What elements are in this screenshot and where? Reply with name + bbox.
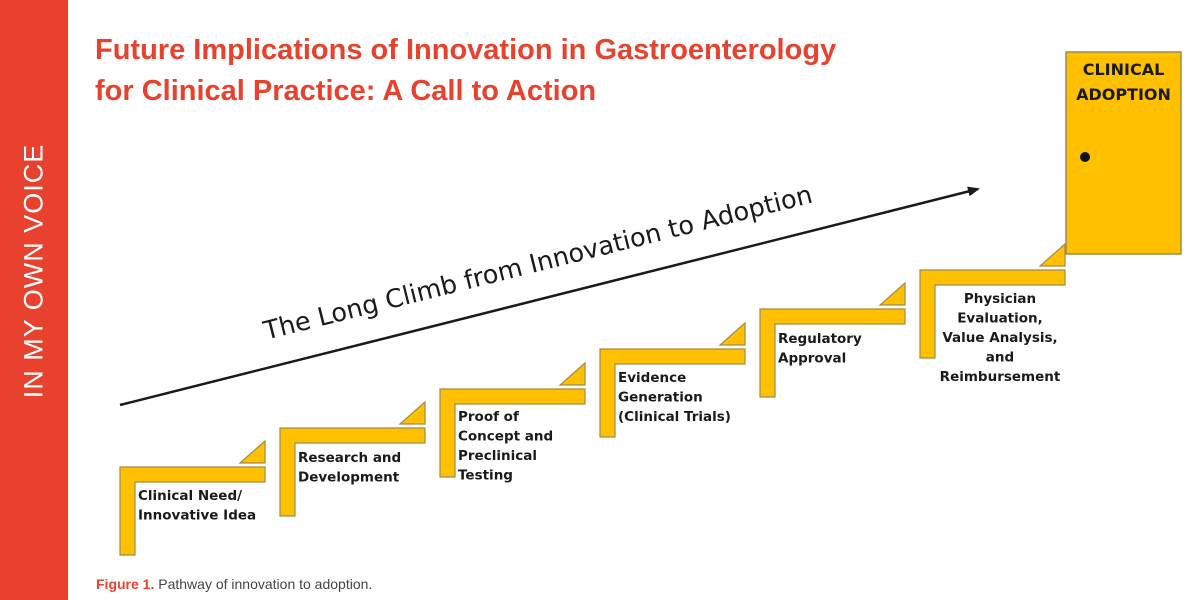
step-bracket [119, 466, 266, 556]
title-line-1: Future Implications of Innovation in Gas… [95, 34, 837, 66]
step-label-line: Development [298, 470, 400, 486]
step-1: Clinical Need/Innovative Idea [119, 439, 266, 556]
step-label-line: Reimbursement [940, 369, 1061, 385]
door-label: CLINICAL ADOPTION [1076, 60, 1171, 104]
step-label-line: (Clinical Trials) [618, 409, 731, 425]
step-wedge [238, 439, 266, 464]
figure-caption-text: Pathway of innovation to adoption. [154, 576, 373, 592]
step-label-line: and [986, 350, 1014, 366]
step-wedge [878, 281, 906, 306]
step-label-line: Proof of [458, 409, 519, 425]
step-label-line: Evidence [618, 370, 686, 386]
figure-caption: Figure 1. Pathway of innovation to adopt… [96, 576, 372, 592]
clinical-adoption-door: CLINICAL ADOPTION [1065, 51, 1182, 255]
door-knob-icon [1080, 152, 1090, 162]
step-label-line: Approval [778, 351, 846, 367]
step-bracket [759, 308, 906, 398]
climb-arrow-label: The Long Climb from Innovation to Adopti… [260, 180, 816, 347]
step-bracket [439, 388, 586, 478]
step-label-line: Testing [458, 468, 513, 484]
step-label-line: Regulatory [778, 331, 862, 347]
step-wedge [398, 400, 426, 425]
page-title: Future Implications of Innovation in Gas… [95, 30, 995, 112]
step-label-line: Innovative Idea [138, 508, 256, 524]
step-label-line: Concept and [458, 429, 553, 445]
step-label-line: Preclinical [458, 448, 537, 464]
sidebar-banner: IN MY OWN VOICE [0, 0, 68, 600]
step-label-line: Generation [618, 390, 703, 406]
step-wedge [558, 361, 586, 386]
step-wedge [1038, 242, 1066, 267]
figure-label: Figure 1. [96, 576, 155, 592]
step-bracket [919, 269, 1066, 359]
step-label-line: Research and [298, 450, 401, 466]
steps-layer: Clinical Need/Innovative Idea Research an… [119, 242, 1066, 556]
step-label-line: Evaluation, [957, 311, 1043, 327]
door-label-line: ADOPTION [1076, 85, 1171, 104]
door-label-line: CLINICAL [1083, 60, 1165, 79]
title-line-2: for Clinical Practice: A Call to Action [95, 75, 597, 107]
climb-arrow [119, 186, 980, 407]
step-label: Clinical Need/Innovative Idea [138, 488, 256, 524]
step-label-line: Physician [964, 291, 1036, 307]
step-bracket [599, 348, 746, 438]
step-label-line: Clinical Need/ [138, 488, 242, 504]
step-bracket [279, 427, 426, 517]
step-label-line: Value Analysis, [942, 330, 1057, 346]
step-wedge [718, 321, 746, 346]
